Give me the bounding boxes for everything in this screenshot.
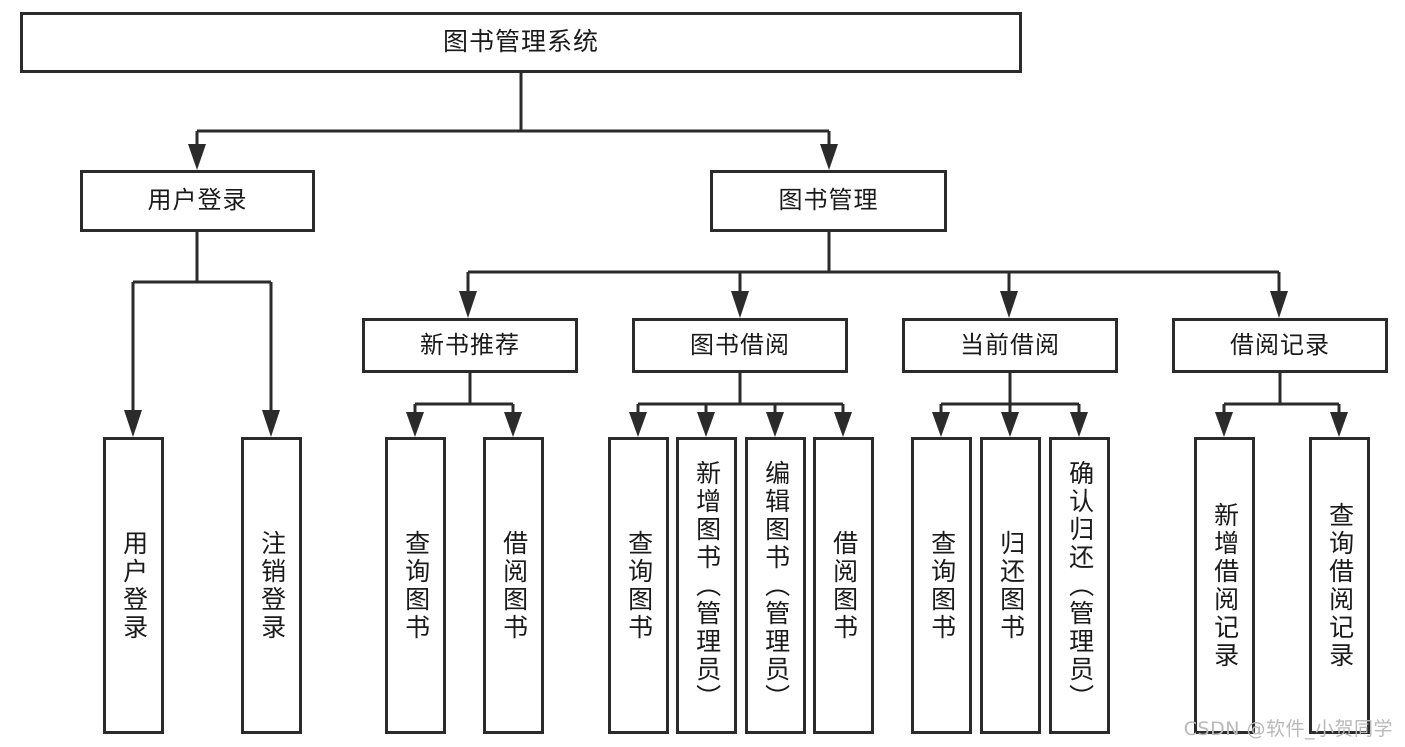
leaf-query-borrow-record[interactable]: 查询借阅记录 xyxy=(1309,437,1370,734)
csdn-watermark: CSDN @软件_小贺同学 xyxy=(1183,718,1393,740)
node-new-book-recommend[interactable]: 新书推荐 xyxy=(362,318,578,373)
node-label: 当前借阅 xyxy=(960,330,1060,359)
node-label: 借阅记录 xyxy=(1230,330,1330,359)
node-label: 借阅图书 xyxy=(829,529,859,642)
leaf-query-book-current[interactable]: 查询图书 xyxy=(911,437,972,734)
leaf-logout-login[interactable]: 注销登录 xyxy=(241,437,302,734)
node-label: 查询图书 xyxy=(401,529,431,642)
node-label: 新书推荐 xyxy=(420,330,520,359)
leaf-user-login[interactable]: 用户登录 xyxy=(103,437,164,734)
node-label: 注销登录 xyxy=(257,529,287,642)
node-borrow-record[interactable]: 借阅记录 xyxy=(1172,318,1388,373)
node-label: 查询图书 xyxy=(927,529,957,642)
node-label: 图书管理 xyxy=(778,186,879,215)
leaf-query-book-recommend[interactable]: 查询图书 xyxy=(385,437,446,734)
node-book-management[interactable]: 图书管理 xyxy=(710,170,947,232)
leaf-borrow-book-recommend[interactable]: 借阅图书 xyxy=(483,437,544,734)
leaf-edit-book[interactable]: 编辑图书（管理员） xyxy=(745,437,806,734)
node-label: 新增图书（管理员） xyxy=(692,459,722,712)
leaf-confirm-return[interactable]: 确认归还（管理员） xyxy=(1049,437,1110,734)
leaf-return-book[interactable]: 归还图书 xyxy=(980,437,1041,734)
node-label: 查询图书 xyxy=(624,529,654,642)
node-label: 归还图书 xyxy=(996,529,1026,642)
node-book-borrow[interactable]: 图书借阅 xyxy=(632,318,848,373)
node-label: 借阅图书 xyxy=(499,529,529,642)
node-label: 图书管理系统 xyxy=(442,27,599,57)
node-current-borrow[interactable]: 当前借阅 xyxy=(902,318,1118,373)
node-label: 用户登录 xyxy=(119,529,149,642)
node-label: 图书借阅 xyxy=(690,330,790,359)
leaf-add-borrow-record[interactable]: 新增借阅记录 xyxy=(1194,437,1255,734)
node-label: 用户登录 xyxy=(147,186,248,215)
node-root-book-management-system[interactable]: 图书管理系统 xyxy=(20,12,1022,73)
node-label: 确认归还（管理员） xyxy=(1065,459,1095,712)
leaf-query-book-borrow[interactable]: 查询图书 xyxy=(608,437,669,734)
node-user-login[interactable]: 用户登录 xyxy=(80,170,315,232)
leaf-add-book[interactable]: 新增图书（管理员） xyxy=(676,437,737,734)
node-label: 查询借阅记录 xyxy=(1325,501,1355,670)
leaf-borrow-book[interactable]: 借阅图书 xyxy=(813,437,874,734)
node-label: 新增借阅记录 xyxy=(1210,501,1240,670)
node-label: 编辑图书（管理员） xyxy=(761,459,791,712)
